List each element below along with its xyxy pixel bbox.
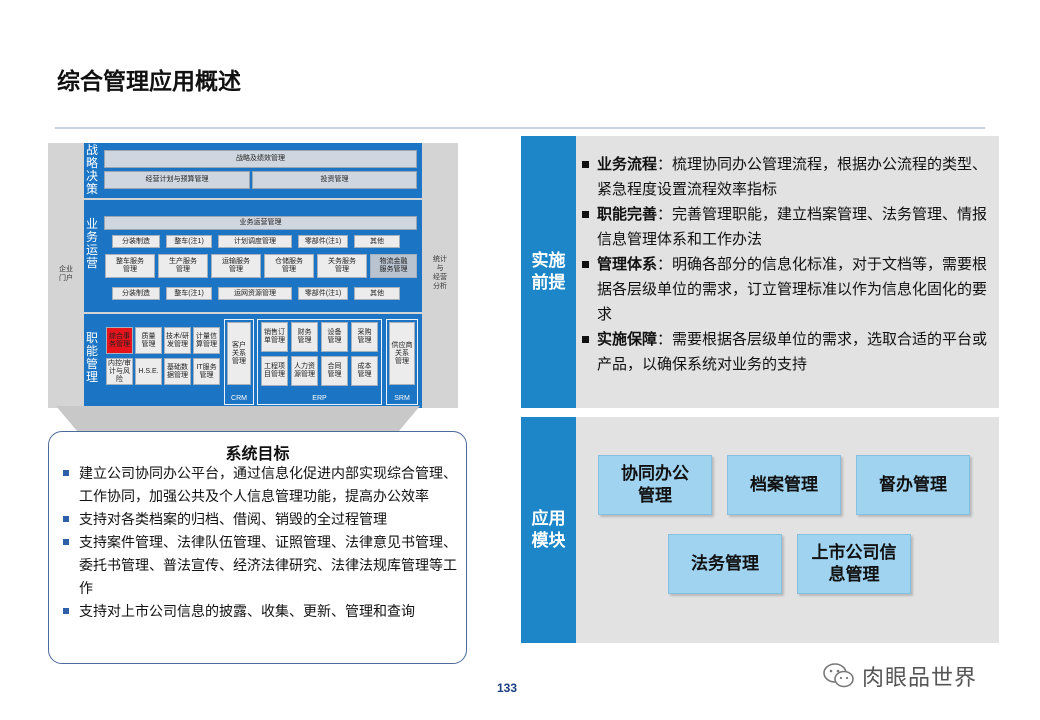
layer-operations: 业 务 运 营 业务运营管理 分装制造 整车(注1) 计划调度管理 零部件(注1… [84, 200, 422, 312]
function-cell: 技术/研 发管理 [164, 327, 191, 354]
function-cell: H.S.E. [135, 358, 162, 385]
ops-service-cell: 运输服务 管理 [211, 254, 261, 278]
prerequisite-item: 实施保障：需要根据各层级单位的需求，选取合适的平台或产品，以确保系统对业务的支持 [579, 327, 989, 377]
module-collaborative-office: 协同办公 管理 [598, 455, 712, 515]
layer-strategy: 战 略 决 策 战略及绩效管理 经营计划与预算管理 投资管理 [84, 143, 422, 198]
erp-cell: 人力资 源管理 [291, 356, 318, 386]
ops-service-cell: 关务服务 管理 [317, 254, 367, 278]
bar-strategy-performance: 战略及绩效管理 [104, 150, 417, 168]
srm-cell: 供应商 关系 管理 [389, 322, 415, 385]
goal-item: 支持对各类档案的归档、借阅、销毁的全过程管理 [59, 508, 459, 531]
ops-cell: 其他 [354, 287, 400, 300]
module-archive: 档案管理 [727, 455, 841, 515]
ops-cell: 运网资源管理 [218, 287, 292, 300]
layer-functions: 职 能 管 理 综合事 务管理 质量 管理 技术/研 发管理 计量信 算管理 内… [84, 314, 422, 408]
side-panel-right: 统计 与 经营 分析 [422, 143, 458, 408]
prerequisite-item: 职能完善：完善管理职能，建立档案管理、法务管理、情报信息管理体系和工作办法 [579, 202, 989, 252]
module-listed-company-info: 上市公司信 息管理 [797, 534, 911, 594]
bar-operations: 业务运营管理 [104, 216, 417, 230]
group-caption-srm: SRM [394, 395, 410, 402]
prerequisite-item: 管理体系：明确各部分的信息化标准，对于文档等，需要根据各层级单位的需求，订立管理… [579, 252, 989, 327]
layer-label-operations: 业 务 运 营 [85, 217, 98, 270]
square-bullet-icon [582, 336, 589, 343]
architecture-diagram: 企业 门户 统计 与 经营 分析 战 略 决 策 战略及绩效管理 经营计划与预算… [48, 143, 458, 408]
system-goal-title: 系统目标 [225, 446, 290, 463]
function-cell: 基础数 据管理 [164, 358, 191, 385]
ops-service-cell: 物流金融 服务管理 [370, 254, 417, 278]
title-divider [55, 127, 985, 129]
goal-item: 建立公司协同办公平台，通过信息化促进内部实现综合管理、工作协同，加强公共及个人信… [59, 462, 459, 508]
prerequisite-item: 业务流程：梳理协同办公管理流程，根据办公流程的类型、紧急程度设置流程效率指标 [579, 152, 989, 202]
side-label-portal: 企业 门户 [59, 266, 73, 282]
square-bullet-icon [582, 161, 589, 168]
ops-service-cell: 生产服务 管理 [158, 254, 208, 278]
page-number: 133 [497, 681, 518, 695]
ops-service-cell: 整车服务 管理 [105, 254, 155, 278]
function-cell: IT服务 管理 [193, 358, 220, 385]
bullet-icon [63, 470, 69, 476]
ops-cell: 整车(注1) [166, 235, 212, 248]
bar-budget: 经营计划与预算管理 [104, 171, 250, 189]
square-bullet-icon [582, 261, 589, 268]
erp-cell: 设备 管理 [321, 322, 348, 352]
group-srm: SRM [386, 319, 418, 405]
architecture-base [56, 406, 420, 432]
bullet-icon [63, 516, 69, 522]
erp-cell: 工程项 目管理 [261, 356, 288, 386]
system-goal-box: 系统目标 建立公司协同办公平台，通过信息化促进内部实现综合管理、工作协同，加强公… [48, 431, 467, 664]
modules-label: 应用 模块 [521, 417, 576, 643]
layer-label-strategy: 战 略 决 策 [85, 143, 98, 196]
watermark-text: 肉眼品世界 [862, 665, 978, 690]
side-panel-left: 企业 门户 [48, 143, 84, 408]
system-goal-list: 建立公司协同办公平台，通过信息化促进内部实现综合管理、工作协同，加强公共及个人信… [59, 462, 459, 623]
goal-item: 支持案件管理、法律队伍管理、证照管理、法律意见书管理、委托书管理、普法宣传、经济… [59, 531, 459, 600]
ops-cell: 分装制造 [112, 235, 160, 248]
goal-item: 支持对上市公司信息的披露、收集、更新、管理和查询 [59, 600, 459, 623]
ops-service-cell: 仓储服务 管理 [264, 254, 314, 278]
erp-cell: 财务 管理 [291, 322, 318, 352]
modules-panel: 应用 模块 协同办公 管理 档案管理 督办管理 法务管理 上市公司信 息管理 [521, 417, 999, 643]
ops-cell: 其他 [354, 235, 400, 248]
crm-cell: 客户 关系 管理 [227, 322, 251, 385]
layer-label-functions: 职 能 管 理 [85, 331, 98, 384]
bullet-icon [63, 608, 69, 614]
side-label-analysis: 统计 与 经营 分析 [433, 256, 447, 290]
function-cell: 质量 管理 [135, 327, 162, 354]
watermark: 肉眼品世界 [822, 660, 977, 692]
prerequisites-list: 业务流程：梳理协同办公管理流程，根据办公流程的类型、紧急程度设置流程效率指标 职… [579, 152, 989, 377]
prerequisites-label: 实施 前提 [521, 136, 576, 408]
function-cell: 内控/审 计与风险 [106, 358, 133, 385]
ops-cell: 零部件(注1) [298, 287, 348, 300]
group-erp: ERP [257, 319, 382, 405]
group-caption-crm: CRM [231, 395, 247, 402]
square-bullet-icon [582, 211, 589, 218]
wechat-icon [823, 663, 854, 688]
group-crm: CRM [224, 319, 254, 405]
bullet-icon [63, 539, 69, 545]
ops-cell: 整车(注1) [166, 287, 212, 300]
ops-cell: 计划调度管理 [218, 235, 292, 248]
erp-cell: 采购 管理 [351, 322, 378, 352]
module-supervision: 督办管理 [856, 455, 970, 515]
erp-cell: 合同 管理 [321, 356, 348, 386]
ops-cell: 分装制造 [112, 287, 160, 300]
module-legal: 法务管理 [668, 534, 782, 594]
prerequisites-panel: 实施 前提 业务流程：梳理协同办公管理流程，根据办公流程的类型、紧急程度设置流程… [521, 136, 999, 408]
erp-cell: 成本 管理 [351, 356, 378, 386]
ops-cell: 零部件(注1) [298, 235, 348, 248]
page-title: 综合管理应用概述 [57, 68, 241, 94]
group-caption-erp: ERP [312, 395, 327, 402]
erp-cell: 销售订 单管理 [261, 322, 288, 352]
function-cell: 计量信 算管理 [193, 327, 220, 354]
bar-investment: 投资管理 [252, 171, 417, 189]
function-cell-highlighted: 综合事 务管理 [106, 327, 133, 354]
